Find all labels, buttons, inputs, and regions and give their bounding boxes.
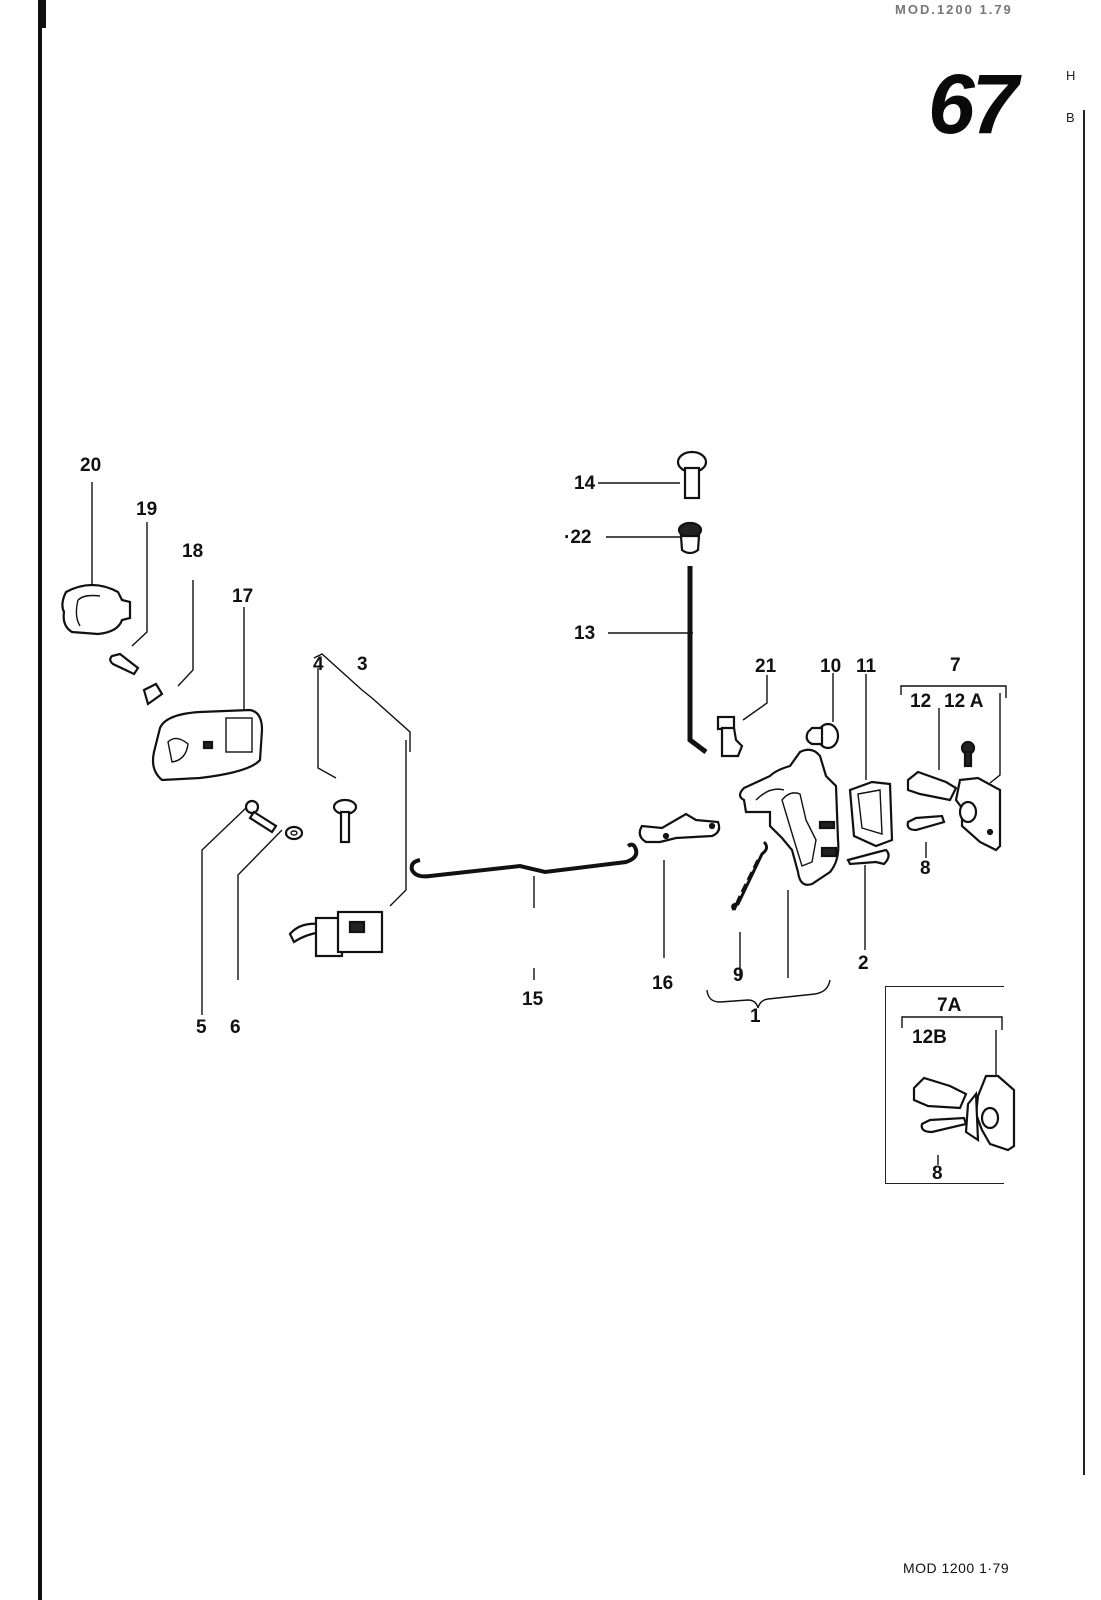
bracket-7 (900, 685, 1007, 698)
running-head: MOD.1200 1.79 (895, 2, 1013, 17)
part-4-pin (332, 798, 358, 844)
part-6-washer (284, 825, 304, 841)
margin-letter-h: H (1066, 68, 1076, 83)
callout-16: 16 (652, 973, 674, 994)
part-16-lever (638, 812, 721, 844)
callout-18: 18 (182, 541, 204, 562)
margin-letter-b: B (1066, 110, 1075, 125)
leader-6 (237, 829, 283, 980)
part-8-screw (906, 814, 946, 832)
leader-4 (317, 668, 337, 779)
callout-7: 7 (950, 655, 961, 676)
bracket-7a (901, 1016, 1003, 1030)
callout-17: 17 (232, 586, 254, 607)
callout-3: 3 (357, 654, 368, 675)
part-19-screw (109, 652, 140, 676)
page-number: 67 (928, 57, 1018, 151)
part-7a-striker-plate (964, 1074, 1016, 1152)
callout-1: 1 (750, 1006, 761, 1027)
callout-20: 20 (80, 455, 102, 476)
callout-11: 11 (856, 656, 877, 677)
callout-19: 19 (136, 499, 158, 520)
part-5-bolt (244, 799, 278, 834)
bracket-3 (313, 653, 411, 752)
part-12b-wedge (912, 1076, 968, 1110)
leader-19 (131, 522, 148, 647)
alternate-striker-inset (885, 986, 1004, 1184)
part-17-escutcheon (151, 708, 264, 782)
leader-21 (742, 675, 768, 721)
left-margin-rule-tab (39, 0, 46, 28)
leader-lines (91, 482, 1007, 1165)
model-code: MOD 1200 1·79 (903, 1560, 1010, 1576)
callout-9: 9 (733, 965, 744, 986)
callout-8: 8 (920, 858, 931, 879)
callout-13: 13 (574, 623, 596, 644)
leader-18 (177, 580, 194, 687)
part-13-lock-rod (687, 566, 708, 754)
callout-7a: 7A (937, 995, 962, 1016)
right-margin-rule (1083, 110, 1085, 1475)
part-20-cover-cap (61, 583, 132, 636)
part-22-grommet (677, 521, 703, 555)
callout-12a: 12 A (944, 691, 984, 712)
part-15-connecting-rod (409, 842, 639, 879)
callout-8-inset: 8 (932, 1163, 943, 1184)
left-margin-rule (38, 0, 42, 1600)
part-7-striker-plate (954, 776, 1002, 852)
leader-5 (201, 807, 247, 1015)
part-12-wedge (906, 770, 958, 802)
part-12a-screw (960, 740, 976, 768)
callout-21: 21 (755, 656, 777, 677)
part-18-clip (142, 682, 164, 706)
part-1-lock-body (738, 748, 840, 886)
leader-3 (389, 740, 407, 907)
part-2-screw (846, 848, 890, 866)
part-21-clip (716, 715, 744, 758)
part-14-lock-knob (676, 450, 708, 500)
part-3-inner-handle (288, 910, 384, 958)
callout-12b: 12B (912, 1027, 947, 1048)
callout-14: 14 (574, 473, 596, 494)
callout-22: ·22 (564, 527, 592, 548)
part-10-bushing (805, 722, 840, 750)
part-8-screw-inset (920, 1116, 968, 1134)
callout-12: 12 (910, 691, 932, 712)
callout-10: 10 (820, 656, 842, 677)
callout-6: 6 (230, 1017, 241, 1038)
part-11-gasket (848, 780, 894, 848)
part-9-spring (731, 840, 769, 911)
callout-2: 2 (858, 953, 869, 974)
callout-4: 4 (313, 654, 324, 675)
leader-7 (989, 693, 1001, 784)
brace-1 (706, 979, 831, 1009)
callout-15: 15 (522, 989, 544, 1010)
callout-5: 5 (196, 1017, 207, 1038)
